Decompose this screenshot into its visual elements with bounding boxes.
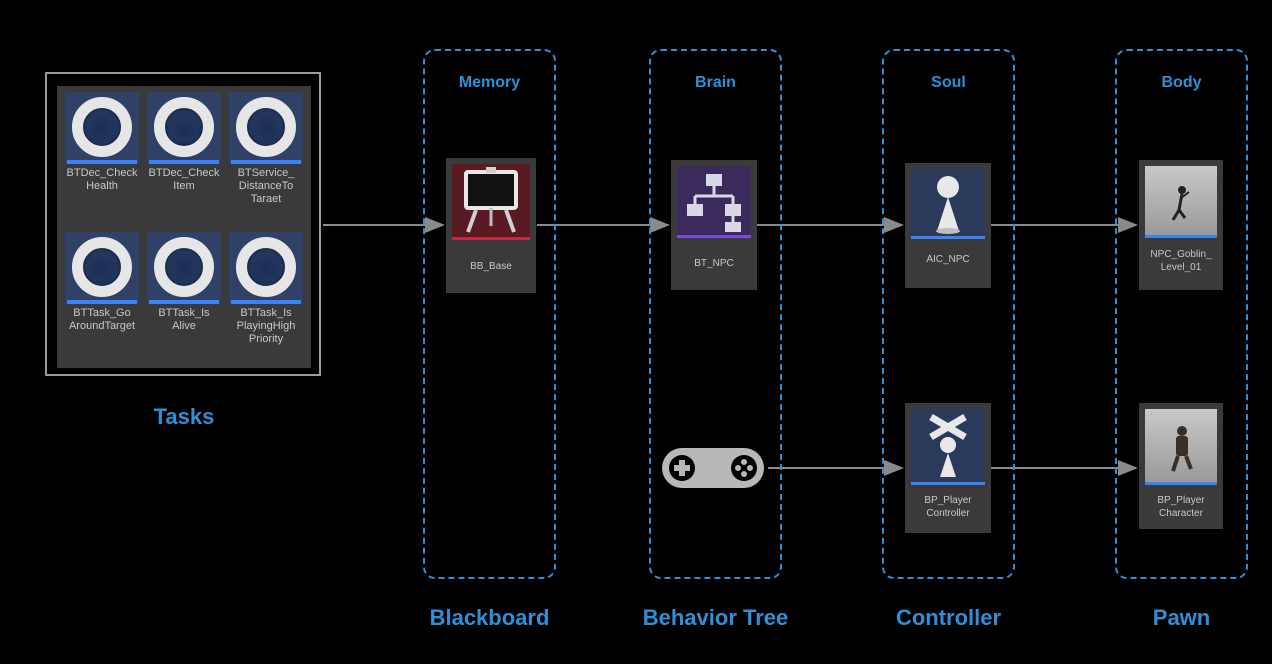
task-thumbnail [147,92,221,164]
task-label: BTTask_Is PlayingHigh Priority [236,307,296,345]
asset-label: BB_Base [470,261,512,272]
column-box-controller [882,49,1015,579]
tasks-caption: Tasks [153,404,215,429]
column-box-behavior-tree [649,49,782,579]
ring-icon [236,237,296,297]
task-label: BTTask_Is Alive [158,307,210,332]
goblin-character-thumbnail [1145,166,1217,238]
ring-icon [154,237,214,297]
asset-label: BT_NPC [694,258,734,269]
asset-card-bp-player-character[interactable]: BP_Player Character [1139,403,1223,529]
task-thumbnail [147,232,221,304]
asset-card-bp-player-controller[interactable]: BP_Player Controller [905,403,991,533]
column-header-brain: Brain [695,74,736,91]
task-tile-bttask-go-around-target[interactable]: BTTask_Go AroundTarget [65,232,139,333]
tasks-panel: BTDec_Check Health BTDec_Check Item BTSe… [57,86,311,368]
task-tile-bttask-is-alive[interactable]: BTTask_Is Alive [147,232,221,333]
ring-icon [236,97,296,157]
ring-icon [72,97,132,157]
task-label: BTDec_Check Item [148,167,220,192]
column-footer-behavior-tree: Behavior Tree [642,605,789,630]
player-controller-pawn-icon [911,409,985,485]
column-footer-controller: Controller [895,605,1002,630]
blackboard-easel-icon [452,164,530,240]
tasks-frame [45,72,321,376]
player-character-thumbnail [1145,409,1217,485]
column-header-soul: Soul [931,74,966,91]
ring-icon [154,97,214,157]
column-footer-pawn: Pawn [1152,605,1211,630]
task-tile-btdec-check-health[interactable]: BTDec_Check Health [65,92,139,193]
asset-label: BP_Player Character [1157,495,1205,519]
asset-label: BP_Player Controller [924,495,972,519]
column-box-blackboard [423,49,556,579]
column-box-pawn [1115,49,1248,579]
asset-card-npc-goblin[interactable]: NPC_Goblin_ Level_01 [1139,160,1223,290]
asset-card-bb-base[interactable]: BB_Base [446,158,536,293]
task-tile-bttask-is-playing-high-priority[interactable]: BTTask_Is PlayingHigh Priority [229,232,303,346]
task-label: BTDec_Check Health [66,167,138,192]
asset-label: NPC_Goblin_ Level_01 [1150,249,1212,273]
task-label: BTTask_Go AroundTarget [68,307,136,332]
column-header-memory: Memory [458,74,521,91]
task-thumbnail [65,232,139,304]
task-thumbnail [229,232,303,304]
asset-card-bt-npc[interactable]: BT_NPC [671,160,757,290]
task-thumbnail [229,92,303,164]
task-label: BTService_ DistanceTo Taraet [237,167,295,205]
task-tile-btservice-distance-to-target[interactable]: BTService_ DistanceTo Taraet [229,92,303,206]
ai-controller-pawn-icon [911,169,985,239]
task-tile-btdec-check-item[interactable]: BTDec_Check Item [147,92,221,193]
column-footer-blackboard: Blackboard [429,605,550,630]
task-thumbnail [65,92,139,164]
asset-label: AIC_NPC [926,254,970,265]
asset-card-aic-npc[interactable]: AIC_NPC [905,163,991,288]
gamepad-icon [660,444,766,492]
behavior-tree-icon [677,166,751,238]
column-header-body: Body [1161,74,1202,91]
ring-icon [72,237,132,297]
